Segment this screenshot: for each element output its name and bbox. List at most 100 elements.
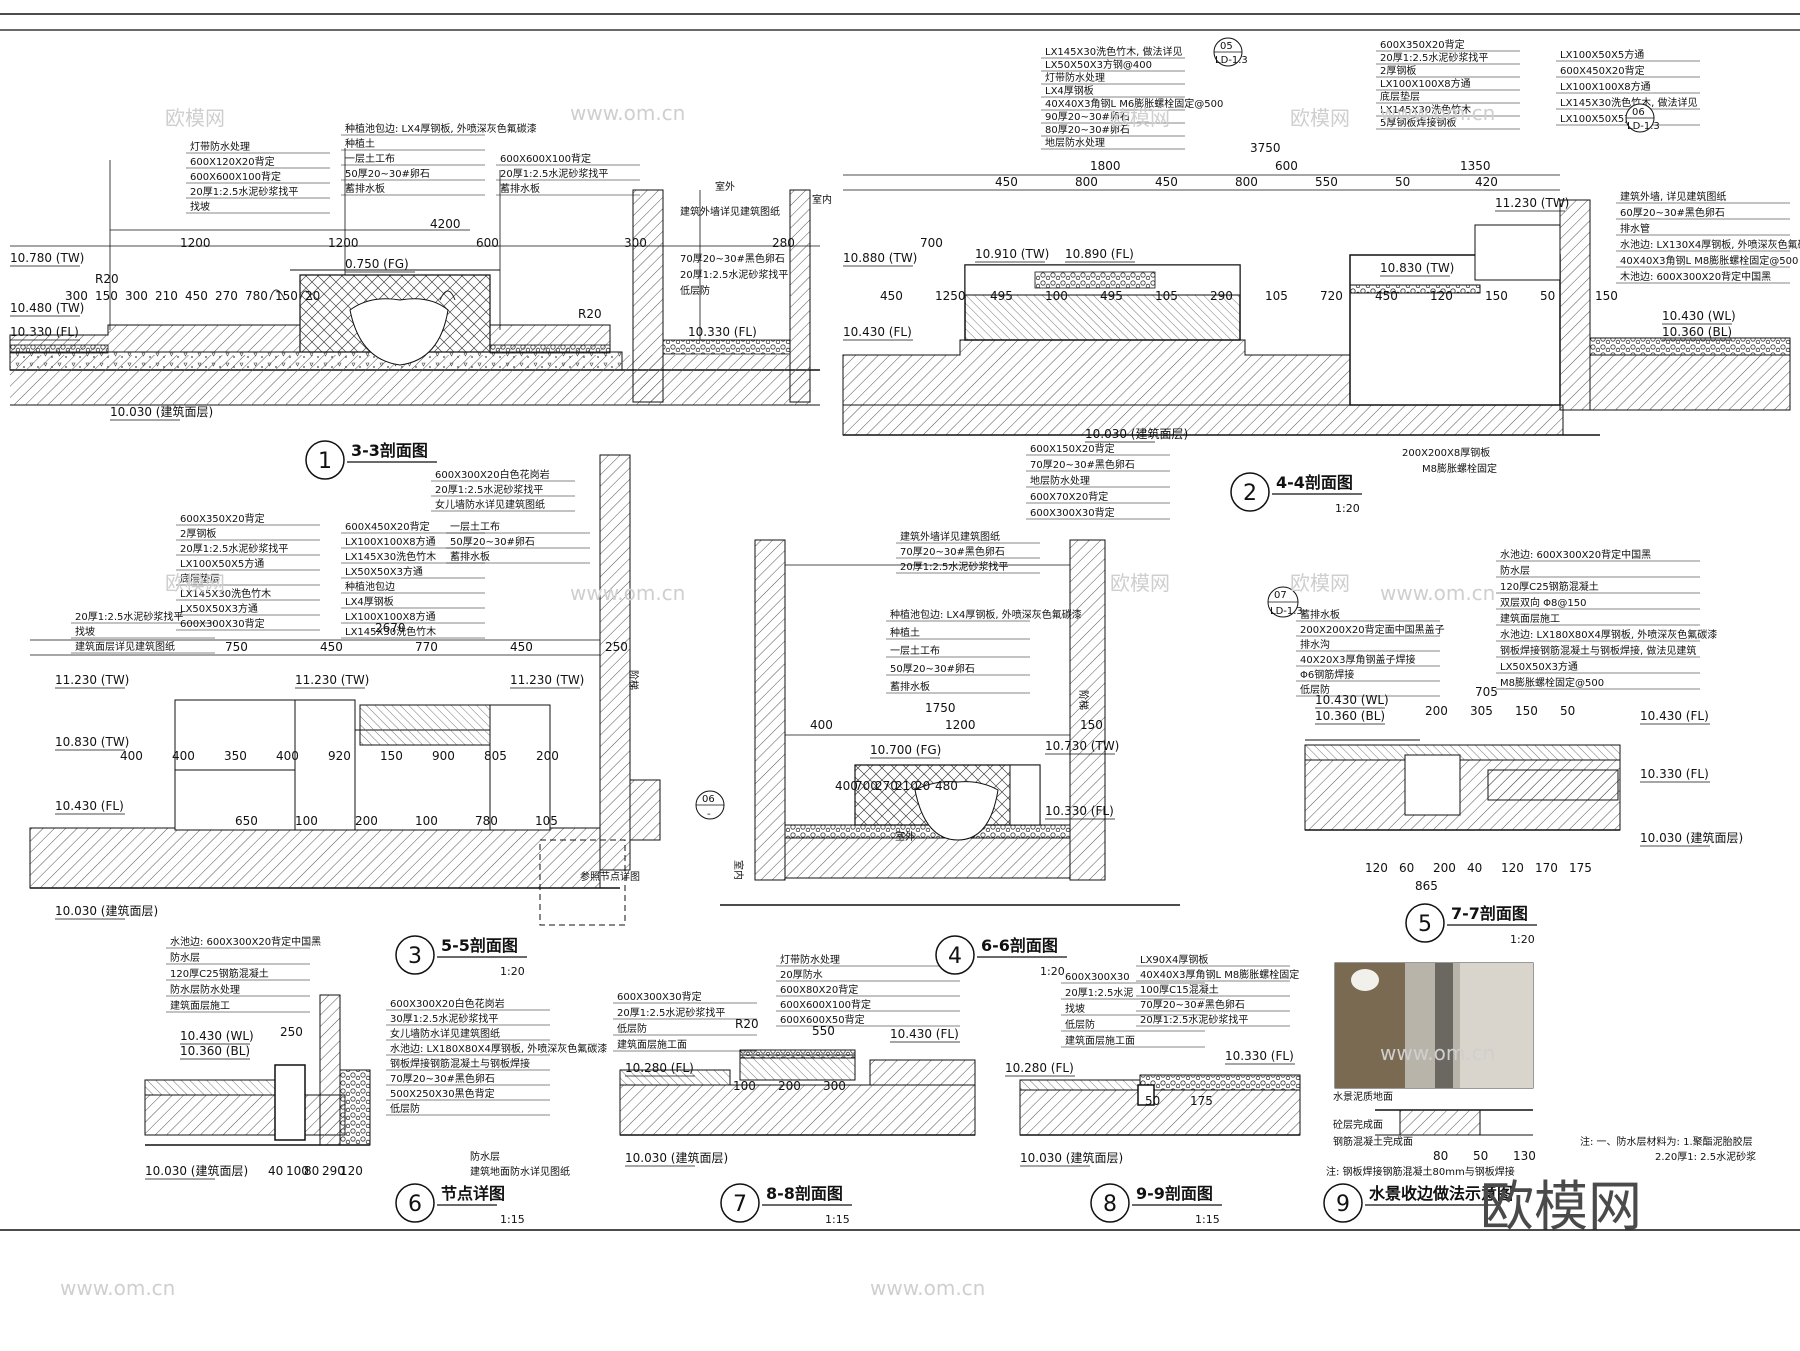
s5-row1-dim-1: 305 [1470, 704, 1493, 718]
s2l-note-7: 地层防水处理 [1045, 136, 1105, 149]
s5b-note-0: 蓄排水板 [1300, 608, 1340, 621]
s8-vert-dim-1: 175 [1190, 1094, 1213, 1108]
s2-level-0: 10.880 (TW) [843, 251, 917, 265]
s7-level-2: 10.030 (建筑面层) [625, 1150, 728, 1165]
s8a-note-4: 建筑面层施工面 [1065, 1034, 1135, 1047]
s2r-note-5: LX145X30洗色竹木 [1380, 103, 1471, 116]
s5a-note-6: 钢板焊接钢筋混凝土与钢板焊接, 做法见建筑 [1500, 644, 1696, 657]
s8b-note-2: 100厚C15混凝土 [1140, 983, 1219, 996]
s3-level-1: 11.230 (TW) [295, 673, 369, 687]
s5-row2-dim-1: 60 [1399, 861, 1414, 875]
s7-vert-dim-1: 200 [778, 1079, 801, 1093]
s2-row1-dim-0: 1800 [1090, 159, 1121, 173]
s8a-note-0: 600X300X30 [1065, 972, 1130, 983]
s1b-note-0: 种植池包边: LX4厚钢板, 外喷深灰色氟碳漆 [345, 122, 537, 135]
s1-level-3: 0.750 (FG) [345, 257, 409, 271]
section-5-scale: 1:20 [1510, 933, 1535, 946]
s7a-note-0: 600X300X30背定 [617, 990, 702, 1003]
s2rr-note-4: LX100X50X5方通 [1560, 112, 1644, 125]
s3-vert-dim-0: 400 [120, 749, 143, 763]
section-6-title: 节点详图 [441, 1184, 505, 1203]
s2-dim-total: 3750 [1250, 141, 1281, 155]
s1b-note-1: 种植土 [345, 137, 375, 150]
s2-level-2: 10.890 (FL) [1065, 247, 1134, 261]
s2b-note-0: 600X150X20背定 [1030, 442, 1115, 455]
s2-vert-dim-13: 150 [1595, 289, 1618, 303]
s3-callout-bottom: - [707, 809, 711, 820]
s2-vert-dim-10: 120 [1430, 289, 1453, 303]
s3d-note-7: LX145X30洗色竹木 [345, 625, 436, 638]
s5a-note-5: 水池边: LX180X80X4厚钢板, 外喷深灰色氟碳漆 [1500, 628, 1717, 641]
s6a-note-3: 防水层防水处理 [170, 983, 240, 996]
s7-level-0: 10.280 (FL) [625, 1061, 694, 1075]
s1-row-dim-1: 1200 [328, 236, 359, 250]
s2-level-6: 10.430 (WL) [1662, 309, 1736, 323]
s3-vert-dim-7: 805 [484, 749, 507, 763]
s3c-note-0: 600X300X20白色花岗岩 [435, 468, 550, 481]
section-3-title: 5-5剖面图 [441, 936, 518, 955]
s8a-note-2: 找坡 [1065, 1002, 1085, 1015]
s3b-note-2: 建筑面层详见建筑图纸 [75, 640, 175, 653]
s3e-note-1: 50厚20~30#卵石 [450, 536, 535, 548]
s4b-note-1: 种植土 [890, 626, 920, 639]
section-4-number: 4 [948, 944, 962, 969]
s1b-note-2: 一层土工布 [345, 152, 395, 165]
section-3-number: 3 [408, 944, 422, 969]
watermark-brand-4: 欧模网 [1290, 106, 1350, 130]
s2l-note-0: LX145X30洗色竹木, 做法详见 [1045, 45, 1182, 58]
section-number-circle [395, 1183, 435, 1223]
s7a-note-2: 低层防 [617, 1022, 647, 1035]
section-2-notes: LX145X30洗色竹木, 做法详见LX50X50X3方钢@400灯带防水处理L… [843, 37, 1800, 520]
section-8-title: 9-9剖面图 [1136, 1184, 1213, 1203]
s6a-note-1: 防水层 [170, 951, 200, 964]
s3-row1-dim-1: 450 [320, 640, 343, 654]
s1-row-dim-5: 700 [920, 236, 943, 250]
s9-dim-dim-1: 50 [1473, 1149, 1488, 1163]
s6-row-dim-2: 80 [304, 1164, 319, 1178]
section-1-drawing [9, 148, 820, 406]
s1-vert-dim-2: 300 [125, 289, 148, 303]
s2b-note-1: 70厚20~30#黑色卵石 [1030, 458, 1135, 471]
s2-row2-dim-0: 450 [995, 175, 1018, 189]
s4-outdoor-note: 室外 [895, 830, 915, 843]
s1-level-0: 10.780 (TW) [10, 251, 84, 265]
s2-vert-dim-2: 495 [990, 289, 1013, 303]
s2-callout-bottom-1: LD-1.3 [1627, 121, 1660, 132]
s3-detail-ref-note: 参照节点详图 [580, 870, 640, 883]
s3-vert-dim-4: 920 [328, 749, 351, 763]
s1a-note-1: 600X120X20背定 [190, 155, 275, 168]
section-7-title: 8-8剖面图 [766, 1184, 843, 1203]
s9-note-0: 水景泥质地面 [1333, 1090, 1393, 1103]
s8b-note-0: LX90X4厚钢板 [1140, 953, 1208, 966]
s6-level-1: 10.360 (BL) [180, 1044, 250, 1058]
s6a-note-4: 建筑面层施工 [170, 999, 230, 1012]
section-8-drawing [1019, 1074, 1301, 1136]
section-7-scale: 1:15 [825, 1213, 850, 1226]
s4-vert-dim-2: 270 [875, 779, 898, 793]
s2-row2-dim-2: 450 [1155, 175, 1178, 189]
s5b-note-4: Φ6钢筋焊接 [1300, 668, 1354, 681]
s5-row2-dim-0: 120 [1365, 861, 1388, 875]
section-6-scale: 1:15 [500, 1213, 525, 1226]
s1c-note-2: 蓄排水板 [500, 182, 540, 195]
s3-level-0: 11.230 (TW) [55, 673, 129, 687]
s2w-note-3: 水池边: LX130X4厚钢板, 外喷深灰色氟碳漆 [1620, 238, 1800, 251]
s1a-note-4: 找坡 [190, 200, 210, 213]
s1-gravel-note: 70厚20~30#黑色卵石 [680, 252, 785, 265]
s7a-note-3: 建筑面层施工面 [617, 1038, 687, 1051]
s5-dim-top: 705 [1475, 685, 1498, 699]
s4-dim-total: 1750 [925, 701, 956, 715]
s1-dim-total: 4200 [430, 217, 461, 231]
s1-base-note: 低层防 [680, 284, 710, 297]
section-5-number: 5 [1418, 912, 1432, 937]
s5a-note-1: 防水层 [1500, 564, 1530, 577]
s5-dim-total: 865 [1415, 879, 1438, 893]
s2-vert-dim-11: 150 [1485, 289, 1508, 303]
s2w-note-0: 建筑外墙, 详见建筑图纸 [1620, 190, 1726, 203]
watermark-url-5: www.om.cn [60, 1276, 175, 1300]
s3d-note-4: 种植池包边 [345, 580, 395, 593]
s2-vert-dim-1: 1250 [935, 289, 966, 303]
s2l-note-3: LX4厚钢板 [1045, 84, 1094, 97]
s4b-note-4: 蓄排水板 [890, 680, 930, 693]
